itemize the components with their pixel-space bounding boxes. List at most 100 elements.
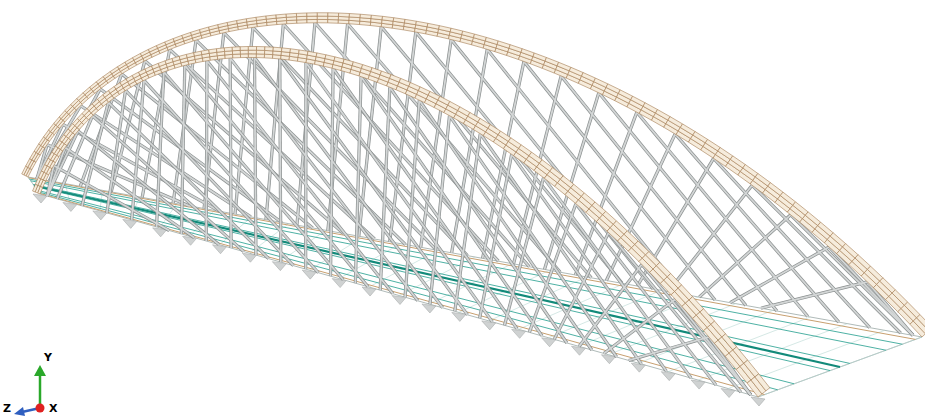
floor-beam	[302, 270, 316, 279]
arch-mesh-cell	[668, 117, 683, 128]
arch-mesh-cell	[560, 176, 573, 188]
arch-mesh-cell	[450, 28, 463, 34]
hanger	[675, 134, 839, 322]
arch-mesh-cell	[533, 53, 546, 61]
y-axis-arrow	[39, 374, 42, 408]
arch-mesh-cell	[240, 54, 248, 58]
arch-mesh-cell	[273, 47, 282, 51]
arch-mesh-cell	[521, 49, 534, 57]
arch-mesh-cell	[805, 212, 820, 226]
hanger	[829, 247, 913, 335]
hanger	[280, 59, 468, 315]
arch-mesh-cell	[201, 50, 209, 55]
arch-mesh-cell	[569, 67, 583, 76]
floor-beam	[601, 355, 615, 364]
hanger	[280, 59, 281, 262]
hanger	[637, 158, 713, 286]
arch-mesh-cell	[416, 21, 428, 27]
x-axis-dot	[36, 404, 45, 413]
hanger	[579, 264, 642, 346]
arch-mesh-cell	[307, 16, 317, 19]
arch-mesh-cell	[557, 62, 571, 71]
arch-mesh-cell	[635, 241, 649, 255]
arch-mesh-cell	[216, 48, 224, 52]
arch-mesh-cell	[519, 145, 532, 156]
arch-mesh-cell	[209, 25, 219, 30]
hanger	[554, 233, 608, 340]
z-axis-head	[14, 407, 25, 416]
hanger	[629, 337, 709, 360]
arch-mesh-cell	[904, 302, 920, 318]
arch-mesh-cell	[232, 47, 240, 51]
hanger	[642, 264, 751, 395]
arch-mesh-cell	[390, 75, 401, 83]
arch-mesh-cell	[218, 22, 228, 27]
arch-mesh-cell	[110, 67, 119, 74]
arch-mesh-cell	[733, 347, 748, 363]
floor-beam	[452, 312, 466, 321]
floor-beam	[422, 304, 436, 313]
arch-mesh-cell	[718, 147, 733, 159]
hanger	[480, 134, 641, 364]
arch-mesh-cell	[545, 58, 559, 66]
hanger	[280, 59, 281, 262]
hanger	[185, 65, 368, 286]
arch-mesh-cell	[179, 54, 187, 59]
axis-label: X	[49, 403, 57, 414]
near-arch	[33, 47, 770, 397]
arch-mesh-cell	[256, 54, 264, 58]
arch-mesh-cell	[656, 110, 671, 121]
arch-mesh-cell	[830, 233, 845, 247]
arch-mesh-cell	[39, 137, 46, 145]
arch-mesh-cell	[594, 78, 608, 87]
floor-beam	[332, 279, 346, 288]
hanger	[609, 233, 741, 393]
hanger	[126, 90, 294, 265]
arch-mesh-cell	[618, 90, 632, 100]
far-arch	[22, 13, 925, 337]
hanger	[331, 69, 334, 277]
arch-mesh-cell	[508, 138, 521, 149]
arch-mesh-cell	[843, 244, 858, 258]
arch-mesh-cell	[83, 87, 91, 95]
axis-label: Z	[3, 403, 11, 414]
arch-mesh-cell	[325, 55, 335, 61]
hanger	[449, 116, 616, 357]
arch-mesh-cell	[680, 124, 695, 135]
arch-mesh-cell	[317, 19, 327, 22]
arch-mesh-cell	[509, 45, 522, 53]
hanger	[642, 264, 751, 395]
arch-mesh-cell	[497, 41, 510, 48]
arch-mesh-cell	[529, 152, 542, 163]
arch-mesh-cell	[266, 15, 276, 19]
arch-mesh-cell	[892, 290, 908, 305]
arch-mesh-cell	[248, 54, 256, 58]
arch-mesh-cell	[90, 82, 98, 89]
hanger	[579, 264, 642, 346]
hanger	[54, 166, 170, 231]
hanger	[576, 204, 716, 385]
hanger	[629, 337, 709, 360]
arch-mesh-cell	[140, 49, 149, 56]
arch-mesh-cell	[34, 144, 41, 152]
arch-mesh-cell	[439, 26, 451, 32]
hanger	[575, 112, 636, 275]
arch-mesh-cell	[290, 49, 299, 54]
hanger	[599, 93, 777, 311]
hanger	[449, 116, 616, 357]
arch-mesh-cell	[705, 139, 720, 151]
hanger	[78, 131, 219, 245]
hanger	[196, 40, 406, 244]
arch-mesh-cell	[382, 16, 394, 21]
arch-mesh-cell	[286, 13, 296, 17]
hanger	[254, 58, 255, 256]
arch-mesh-cell	[173, 35, 183, 41]
hanger	[185, 65, 368, 286]
hanger	[529, 204, 576, 333]
arch-mesh-cell	[38, 171, 44, 179]
arch-mesh-cell	[156, 42, 165, 48]
arch-mesh-cell	[744, 360, 759, 377]
arch-mesh-cell	[77, 93, 85, 101]
arch-mesh-cell	[248, 50, 256, 54]
arch-mesh-cell	[409, 82, 420, 90]
